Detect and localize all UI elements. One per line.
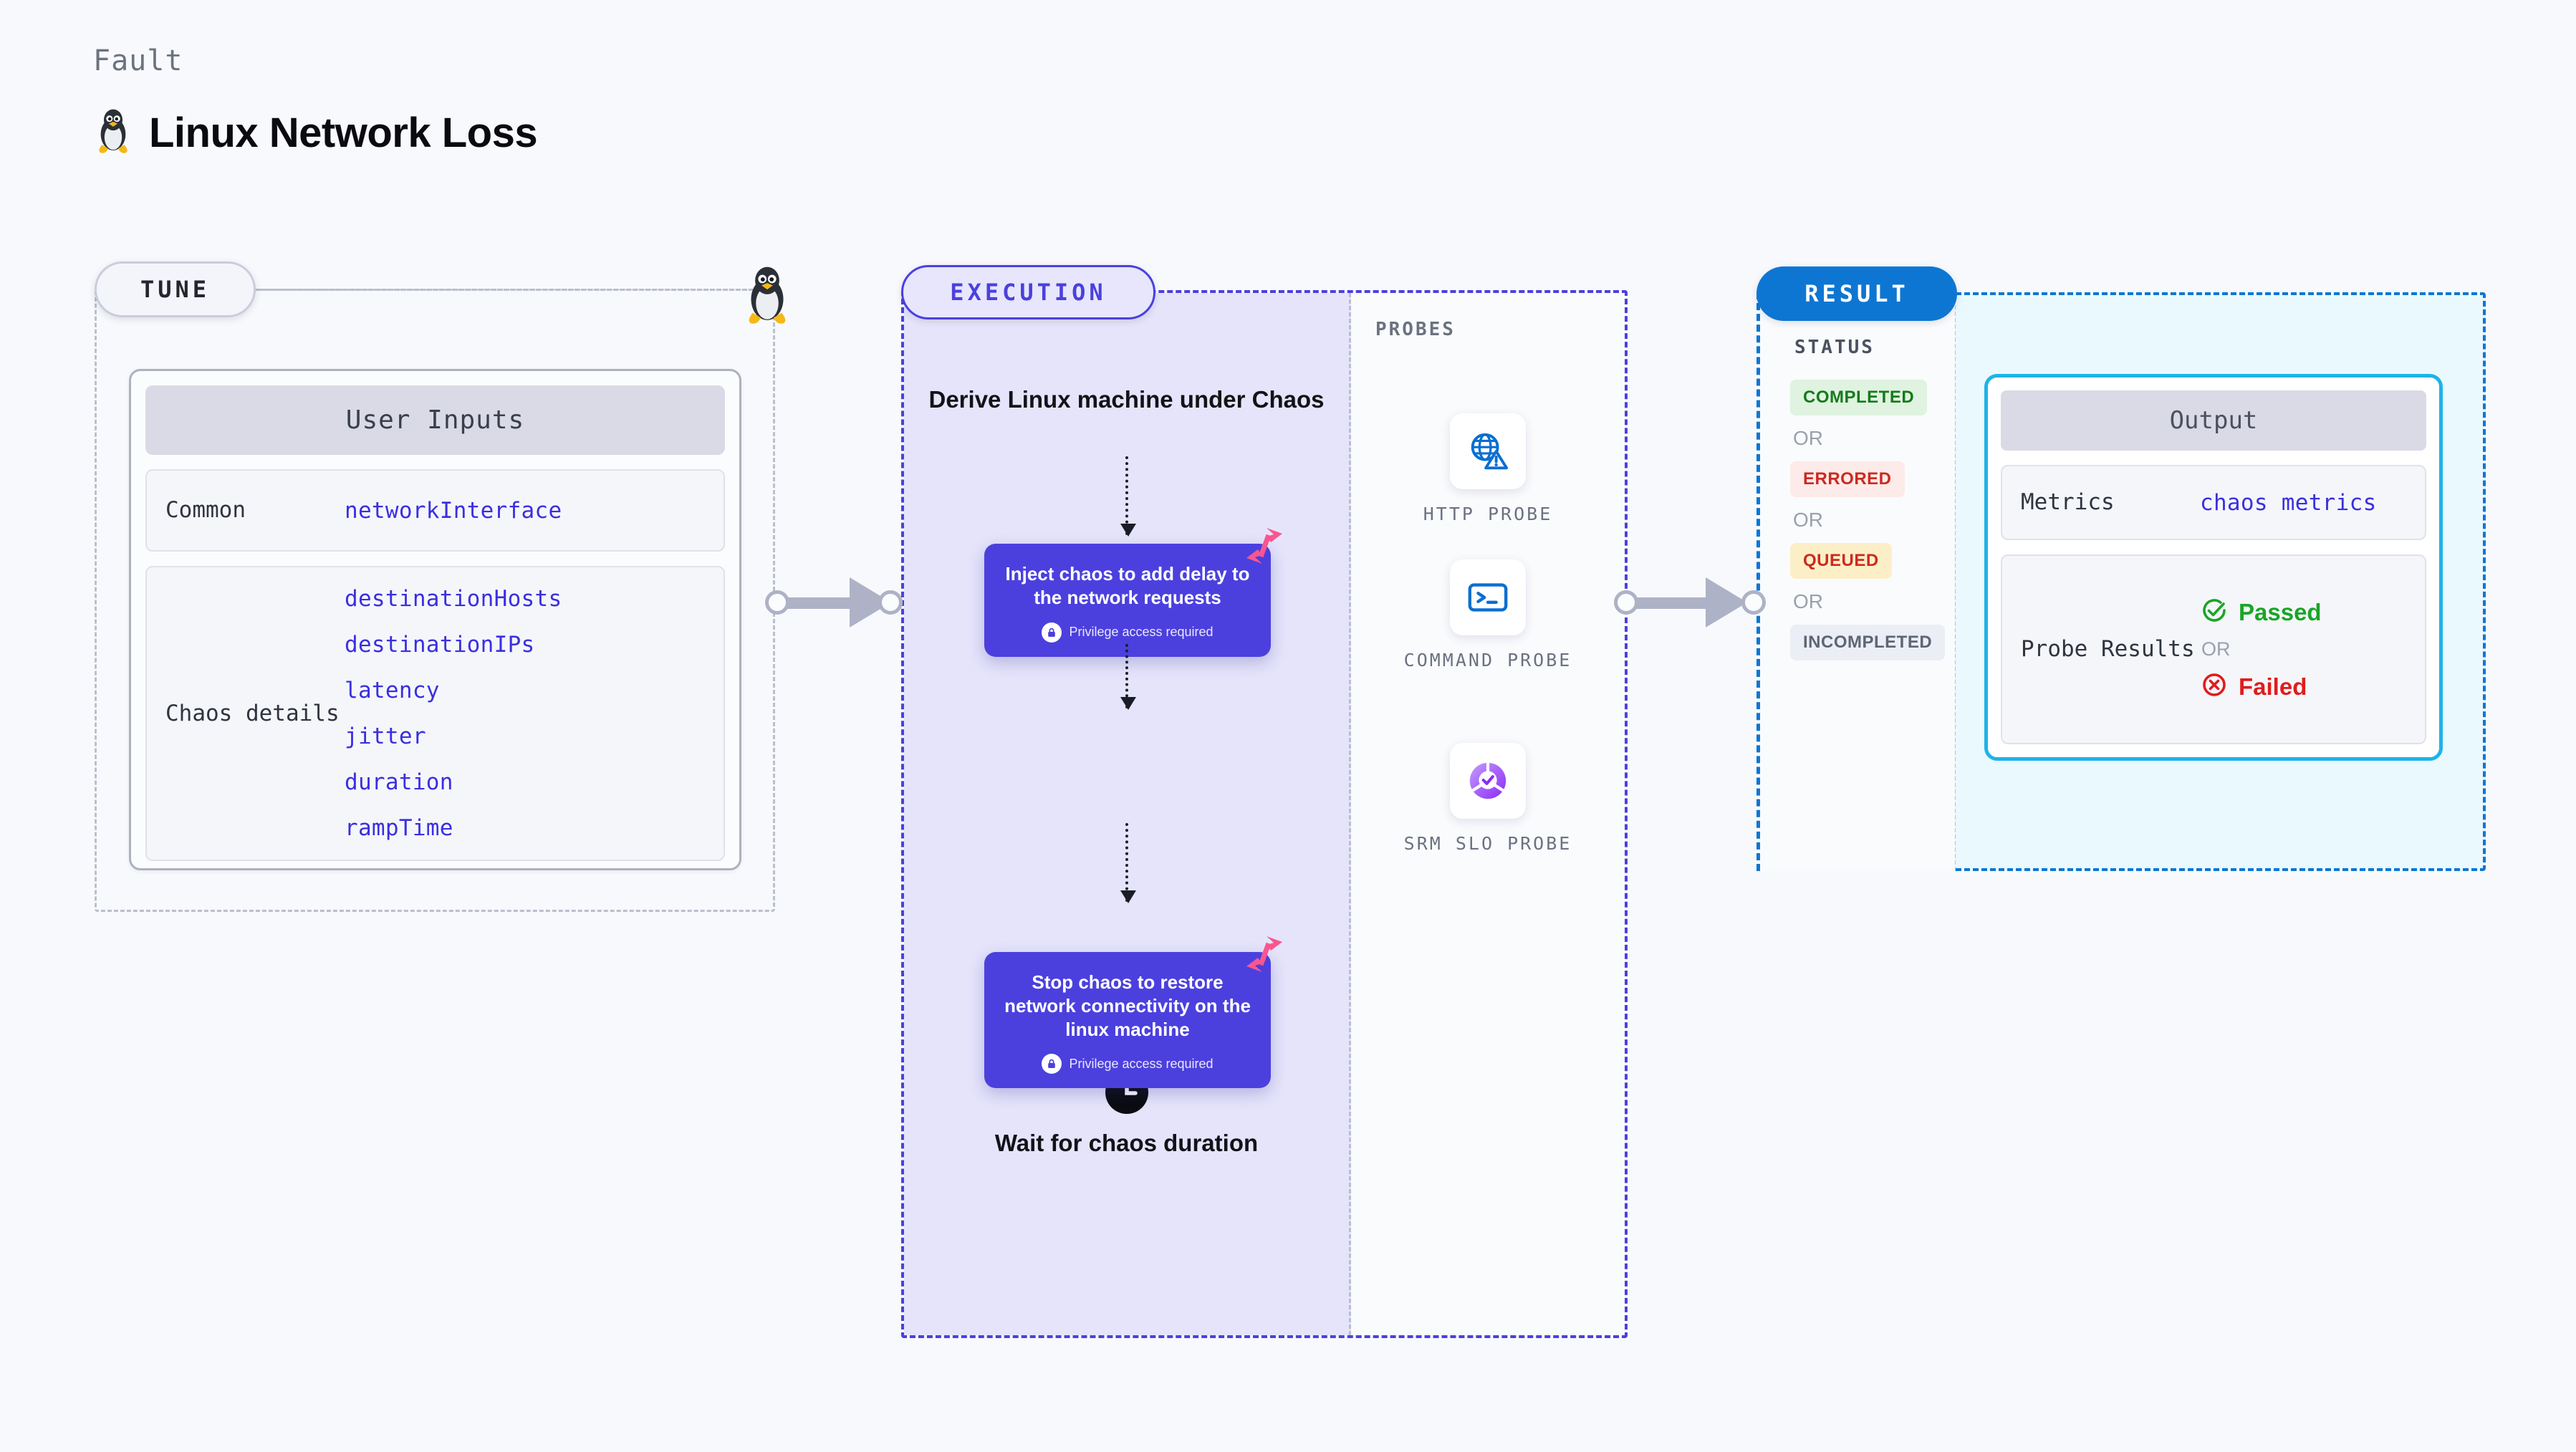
probe-label: SRM SLO PROBE: [1403, 833, 1572, 854]
probe-item-command[interactable]: COMMAND PROBE: [1351, 559, 1625, 673]
privilege-note-row: Privilege access required: [1000, 622, 1255, 643]
input-value[interactable]: networkInterface: [345, 497, 562, 524]
connector-shaft: [1625, 597, 1719, 609]
input-value[interactable]: rampTime: [345, 815, 453, 841]
probes-column: PROBES HTTP PROBE: [1351, 293, 1625, 1335]
probe-result-failed: Failed: [2200, 670, 2322, 703]
inject-chaos-title: Inject chaos to add delay to the network…: [1005, 563, 1250, 608]
output-card: Output Metrics chaos metrics Probe Resul…: [1984, 374, 2443, 761]
slo-donut-check-icon: [1450, 743, 1526, 819]
connector-end-dot: [878, 590, 903, 615]
connector-shaft: [777, 597, 862, 609]
input-value[interactable]: latency: [345, 678, 440, 703]
stop-chaos-step[interactable]: Stop chaos to restore network connectivi…: [984, 936, 1282, 1089]
input-value[interactable]: duration: [345, 769, 453, 795]
fault-eyebrow-label: Fault: [93, 44, 183, 77]
status-or-3: OR: [1793, 590, 1823, 612]
wait-step: Wait for chaos duration: [904, 1070, 1349, 1158]
lock-icon: [1042, 622, 1062, 643]
result-output-panel: Output Metrics chaos metrics Probe Resul…: [1956, 292, 2486, 871]
probe-item-srm-slo[interactable]: SRM SLO PROBE: [1351, 743, 1625, 856]
chaos-details-key: Chaos details: [165, 700, 340, 726]
chaos-details-row: Chaos details destinationHosts destinati…: [145, 566, 725, 861]
x-circle-icon: [2200, 670, 2229, 703]
metrics-row: Metrics chaos metrics: [2001, 465, 2426, 540]
input-value[interactable]: destinationHosts: [345, 586, 562, 612]
status-badge-incompleted: INCOMPLETED: [1790, 625, 1946, 660]
inject-chaos-step[interactable]: Inject chaos to add delay to the network…: [984, 528, 1282, 657]
globe-warning-icon: [1450, 413, 1526, 489]
input-value[interactable]: jitter: [345, 723, 426, 749]
probe-item-http[interactable]: HTTP PROBE: [1351, 413, 1625, 527]
flow-arrow-1: [1120, 456, 1136, 537]
status-column: STATUS COMPLETED OR ERRORED OR QUEUED OR…: [1756, 292, 1957, 871]
output-card-title: Output: [2001, 390, 2426, 451]
result-stage-chip[interactable]: RESULT: [1756, 266, 1957, 321]
probe-failed-label: Failed: [2239, 673, 2307, 700]
terminal-icon: [1450, 559, 1526, 635]
flow-arrow-3: [1120, 823, 1136, 903]
connector-start-dot: [1614, 590, 1638, 615]
probe-result-passed: Passed: [2200, 596, 2322, 628]
connector-probes-to-result: [1614, 577, 1773, 628]
connector-tune-to-execution: [765, 577, 910, 628]
lock-icon: [1042, 1054, 1062, 1074]
probes-section-label: PROBES: [1375, 319, 1456, 340]
common-inputs-key: Common: [165, 497, 246, 524]
harness-logo-icon: [1245, 527, 1284, 565]
privilege-note-row: Privilege access required: [1000, 1054, 1255, 1074]
status-badge-queued: QUEUED: [1790, 543, 1892, 579]
check-circle-icon: [2200, 596, 2229, 628]
user-inputs-title: User Inputs: [145, 385, 725, 455]
status-or-2: OR: [1793, 509, 1823, 531]
privilege-note-text: Privilege access required: [1069, 1056, 1213, 1071]
result-container: STATUS COMPLETED OR ERRORED OR QUEUED OR…: [1756, 292, 2486, 871]
probe-passed-label: Passed: [2239, 598, 2322, 625]
probe-label: COMMAND PROBE: [1403, 650, 1572, 670]
linux-penguin-icon: [741, 264, 793, 327]
page-header: Fault Linux Network Loss: [93, 44, 538, 158]
derive-step-label: Derive Linux machine under Chaos: [928, 386, 1325, 413]
page-title-row: Linux Network Loss: [93, 107, 538, 158]
input-value[interactable]: destinationIPs: [345, 632, 535, 658]
probe-results-row: Probe Results Passed OR: [2001, 554, 2426, 744]
metrics-value[interactable]: chaos metrics: [2200, 489, 2377, 516]
metrics-key: Metrics: [2021, 489, 2115, 516]
connector-start-dot: [765, 590, 789, 615]
connector-arrowhead: [1706, 577, 1747, 628]
stop-chaos-title: Stop chaos to restore network connectivi…: [1004, 971, 1251, 1040]
execution-column: Derive Linux machine under Chaos Inject …: [904, 293, 1351, 1335]
status-or-1: OR: [1793, 427, 1823, 449]
page-title: Linux Network Loss: [149, 110, 538, 156]
status-section-label: STATUS: [1794, 337, 1875, 358]
connector-end-dot: [1741, 590, 1766, 615]
flow-arrow-2: [1120, 644, 1136, 710]
execution-stage-chip[interactable]: EXECUTION: [901, 265, 1155, 319]
probe-result-or: OR: [2201, 638, 2231, 660]
common-inputs-row: Common networkInterface: [145, 469, 725, 552]
status-badge-errored: ERRORED: [1790, 461, 1905, 497]
user-inputs-card: User Inputs Common networkInterface Chao…: [129, 369, 741, 870]
wait-step-label: Wait for chaos duration: [994, 1130, 1259, 1156]
status-badge-completed: COMPLETED: [1790, 380, 1928, 415]
probe-label: HTTP PROBE: [1423, 504, 1553, 524]
harness-logo-icon: [1245, 935, 1284, 973]
linux-penguin-icon: [93, 107, 133, 158]
tune-stage-chip[interactable]: TUNE: [95, 261, 256, 317]
privilege-note-text: Privilege access required: [1069, 625, 1213, 639]
probe-results-key: Probe Results: [2021, 636, 2195, 663]
execution-probes-container: Derive Linux machine under Chaos Inject …: [901, 290, 1628, 1338]
status-list: COMPLETED OR ERRORED OR QUEUED OR INCOMP…: [1790, 380, 1946, 660]
